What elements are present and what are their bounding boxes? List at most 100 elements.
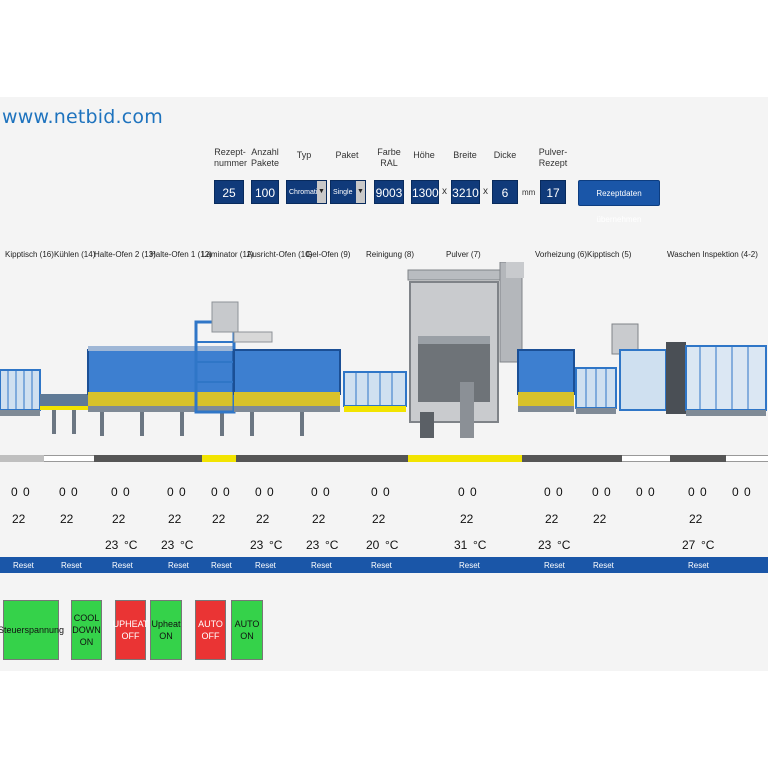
section-label: Pulver (7) (446, 250, 481, 259)
temperature-value: 23 (105, 538, 119, 552)
chevron-down-icon[interactable]: ▼ (317, 181, 326, 203)
header-farbe-ral: Farbe RAL (377, 147, 401, 168)
section-value: 22 (460, 512, 474, 526)
production-line-diagram (0, 262, 767, 438)
apply-recipe-button[interactable]: Rezeptdaten übernehmen (578, 180, 660, 224)
temperature-unit: °C (325, 538, 339, 552)
times-sign: x (442, 186, 447, 197)
section-value: 22 (12, 512, 26, 526)
temperature-value: 23 (250, 538, 264, 552)
temperature-value: 23 (161, 538, 175, 552)
temperature-unit: °C (180, 538, 194, 552)
reset-button[interactable]: Reset (112, 561, 133, 570)
reset-button[interactable]: Reset (255, 561, 276, 570)
paket-select[interactable]: Single ▼ (330, 180, 366, 204)
pulver-station-illustration (407, 262, 524, 438)
section-label: Kühlen (14) (54, 250, 96, 259)
track-segment-active (408, 455, 522, 462)
track-segment (522, 455, 622, 462)
track-segment (94, 455, 202, 462)
section-value: 22 (212, 512, 226, 526)
kipptisch-16-illustration (0, 369, 41, 416)
section-value: 22 (312, 512, 326, 526)
temperature-value: 20 (366, 538, 380, 552)
header-rezeptnummer: Rezept- nummer (214, 147, 248, 168)
status-led-pair: 0 0 (371, 485, 391, 499)
section-value: 22 (60, 512, 74, 526)
reset-button[interactable]: Reset (371, 561, 392, 570)
section-label: Waschen Inspektion (4-2) (667, 250, 758, 259)
auto-on-button[interactable]: AUTO ON (231, 600, 263, 660)
watermark: www.netbid.com (2, 106, 163, 128)
reset-button[interactable]: Reset (688, 561, 709, 570)
paket-value: Single (333, 189, 353, 196)
temperature-value: 23 (306, 538, 320, 552)
status-led-pair: 0 0 (167, 485, 187, 499)
steuerspannung-button[interactable]: Steuerspannung (0, 600, 64, 660)
reset-bar (0, 557, 768, 573)
status-led-pair: 0 0 (636, 485, 656, 499)
track-segment (44, 455, 94, 462)
section-value: 22 (545, 512, 559, 526)
breite-field[interactable]: 3210 (451, 180, 480, 204)
temperature-value: 23 (538, 538, 552, 552)
reset-button[interactable]: Reset (544, 561, 565, 570)
header-typ: Typ (296, 150, 312, 160)
reset-button[interactable]: Reset (13, 561, 34, 570)
section-value: 22 (689, 512, 703, 526)
dicke-field[interactable]: 6 (492, 180, 518, 204)
temperature-unit: °C (124, 538, 138, 552)
section-label: Kipptisch (16) (5, 250, 54, 259)
pulver-rezept-field[interactable]: 17 (540, 180, 566, 204)
reinigung-illustration (343, 371, 407, 412)
halte-ofen-illustration (87, 346, 234, 436)
reset-button[interactable]: Reset (168, 561, 189, 570)
unit-mm: mm (522, 188, 536, 197)
section-label: Halte-Ofen 1 (12) (150, 250, 212, 259)
kipptisch-5-illustration (575, 367, 617, 414)
temperature-unit: °C (701, 538, 715, 552)
temperature-unit: °C (385, 538, 399, 552)
temperature-unit: °C (269, 538, 283, 552)
typ-select[interactable]: Chromatic ▼ (286, 180, 327, 204)
hoehe-field[interactable]: 1300 (411, 180, 439, 204)
header-breite: Breite (453, 150, 477, 160)
status-led-pair: 0 0 (111, 485, 131, 499)
anzahl-pakete-field[interactable]: 100 (251, 180, 279, 204)
section-label: Halte-Ofen 2 (13) (94, 250, 156, 259)
upheat-off-button[interactable]: UPHEAT OFF (113, 600, 148, 660)
upheat-on-button[interactable]: Upheat ON (150, 600, 182, 660)
status-led-pair: 0 0 (458, 485, 478, 499)
typ-value: Chromatic (289, 189, 321, 196)
track-segment (0, 455, 44, 462)
section-value: 22 (372, 512, 386, 526)
steuerspannung-label: Steuerspannung (0, 625, 65, 635)
temperature-unit: °C (473, 538, 487, 552)
rezeptnummer-field[interactable]: 25 (214, 180, 244, 204)
section-value: 22 (256, 512, 270, 526)
status-led-pair: 0 0 (211, 485, 231, 499)
chevron-down-icon[interactable]: ▼ (356, 181, 365, 203)
section-label: Ausricht-Ofen (10) (247, 250, 313, 259)
status-led-pair: 0 0 (688, 485, 708, 499)
header-anzahl-pakete: Anzahl Pakete (250, 147, 280, 168)
times-sign: x (483, 186, 488, 197)
reset-button[interactable]: Reset (459, 561, 480, 570)
status-led-pair: 0 0 (11, 485, 31, 499)
reset-button[interactable]: Reset (211, 561, 232, 570)
cool-down-on-button[interactable]: COOL DOWN ON (71, 600, 102, 660)
reset-button[interactable]: Reset (311, 561, 332, 570)
reset-button[interactable]: Reset (593, 561, 614, 570)
header-dicke: Dicke (493, 150, 517, 160)
status-led-pair: 0 0 (255, 485, 275, 499)
track-segment-active (202, 455, 236, 462)
waschen-inspektion-illustration (611, 323, 767, 416)
track-segment (726, 455, 768, 462)
section-label: Laminator (11) (202, 250, 254, 259)
reset-button[interactable]: Reset (61, 561, 82, 570)
auto-off-button[interactable]: AUTO OFF (195, 600, 226, 660)
ausricht-ofen-illustration (233, 349, 341, 436)
section-value: 22 (112, 512, 126, 526)
farbe-ral-field[interactable]: 9003 (374, 180, 404, 204)
status-led-pair: 0 0 (311, 485, 331, 499)
